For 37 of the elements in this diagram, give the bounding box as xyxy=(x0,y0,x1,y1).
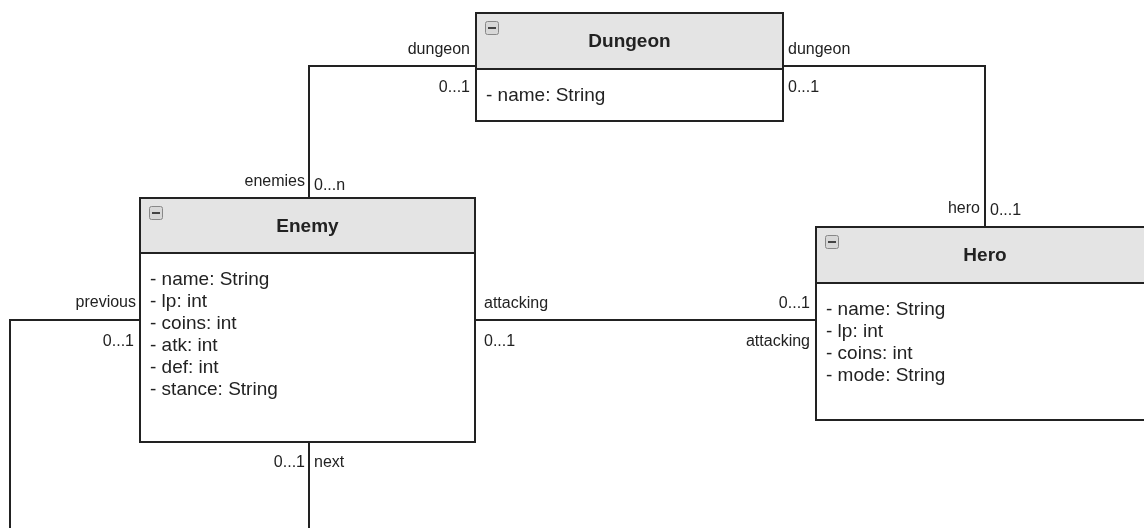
role-name: hero xyxy=(947,199,980,217)
role-name: attacking xyxy=(745,332,810,350)
attribute-text: - coins: int xyxy=(826,342,914,364)
role-name: previous xyxy=(75,293,136,311)
attribute-text: - name: String xyxy=(486,84,607,106)
class-box xyxy=(475,12,784,122)
multiplicity: 0...1 xyxy=(438,78,470,96)
multiplicity: 0...1 xyxy=(102,332,134,350)
role-name: dungeon xyxy=(788,40,851,58)
role-name: attacking xyxy=(484,294,549,312)
attribute-text: - def: int xyxy=(150,356,220,378)
association-line xyxy=(308,65,476,198)
class-name: Enemy xyxy=(276,214,339,237)
attribute-text: - name: String xyxy=(150,268,271,290)
attribute-text: - name: String xyxy=(826,298,947,320)
role-name: next xyxy=(314,453,345,471)
role-name: enemies xyxy=(244,172,305,190)
role-name: dungeon xyxy=(407,40,470,58)
association-line xyxy=(9,319,310,528)
multiplicity: 0...1 xyxy=(788,78,820,96)
class-box xyxy=(815,226,1144,421)
attribute-text: - atk: int xyxy=(150,334,219,356)
multiplicity: 0...1 xyxy=(778,294,810,312)
attribute-text: - coins: int xyxy=(150,312,238,334)
attribute-text: - mode: String xyxy=(826,364,947,386)
association-line xyxy=(783,65,986,227)
multiplicity: 0...n xyxy=(314,176,346,194)
class-name: Hero xyxy=(963,244,1007,266)
class-box xyxy=(139,197,476,443)
multiplicity: 0...1 xyxy=(990,201,1022,219)
attribute-text: - stance: String xyxy=(150,378,279,400)
attribute-text: - lp: int xyxy=(826,320,885,342)
association-line xyxy=(475,319,816,321)
class-name: Dungeon xyxy=(588,30,671,52)
multiplicity: 0...1 xyxy=(484,332,516,350)
attribute-text: - lp: int xyxy=(150,290,209,312)
multiplicity: 0...1 xyxy=(273,453,305,471)
